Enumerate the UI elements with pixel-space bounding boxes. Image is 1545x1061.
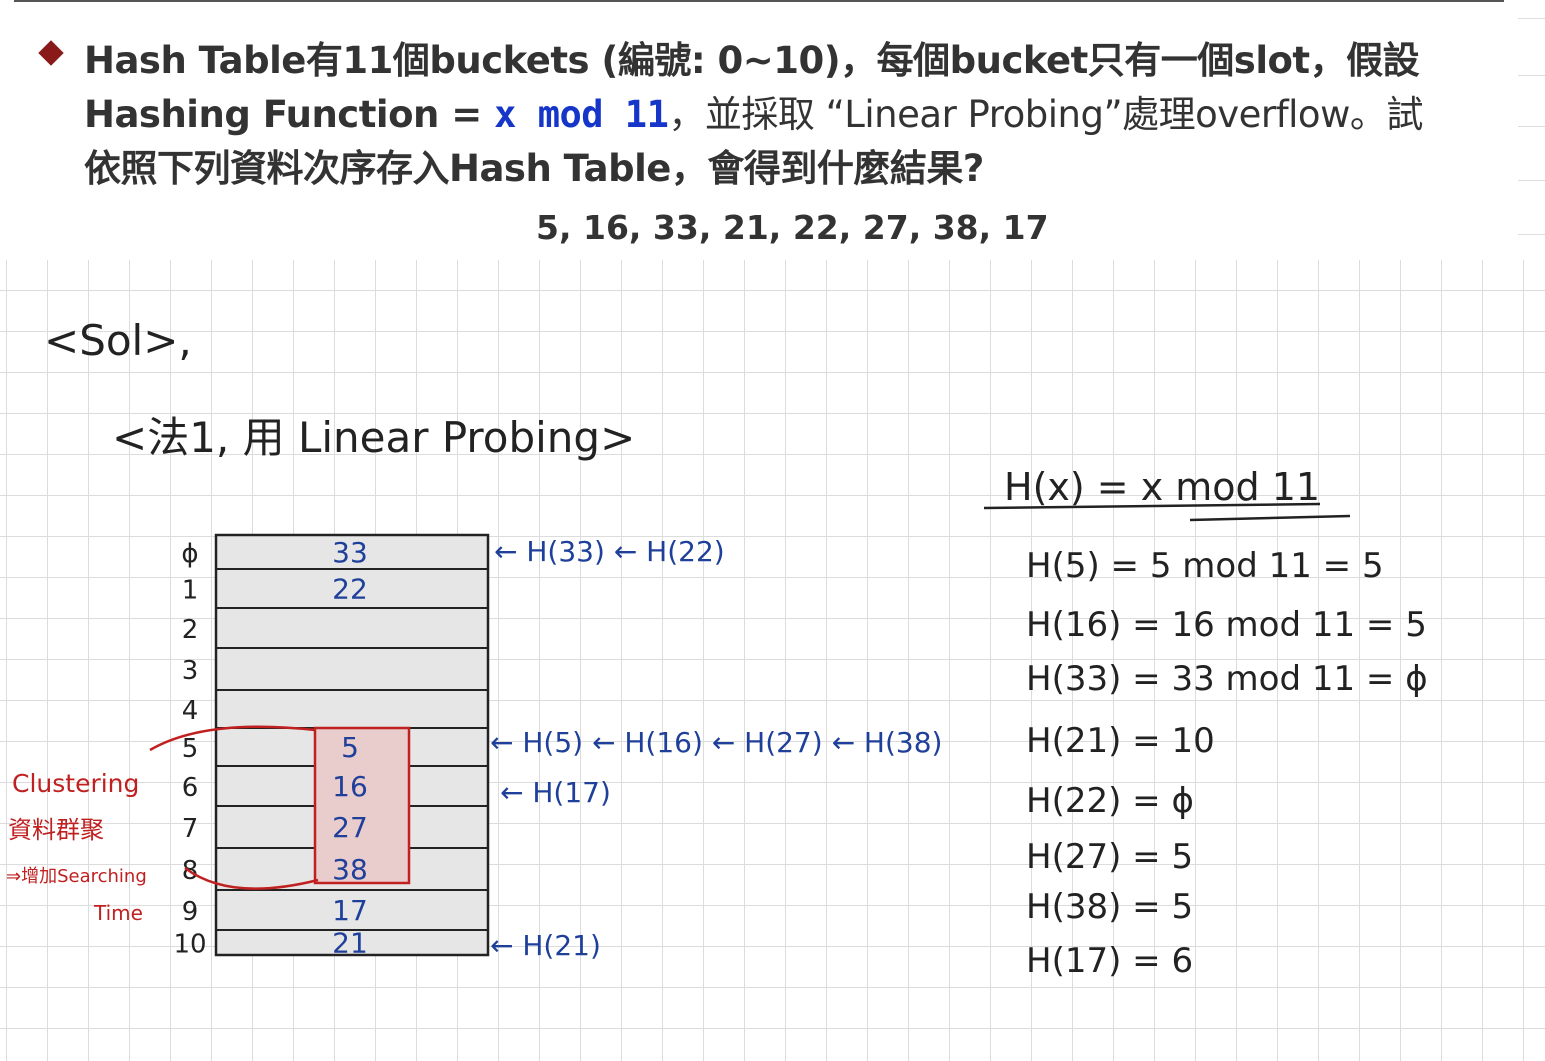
top-rule xyxy=(14,0,1504,2)
margin-mark xyxy=(1518,180,1545,181)
bucket-index: ϕ xyxy=(181,539,198,569)
formula-underline-2 xyxy=(1189,514,1351,522)
pointer-row-10: ← H(21) xyxy=(490,929,601,962)
bucket-cell-value: 22 xyxy=(332,573,368,606)
margin-mark xyxy=(1518,126,1545,127)
computation-line: H(33) = 33 mod 11 = ϕ xyxy=(1026,659,1428,699)
question-line-2-suffix: ，並採取 “Linear Probing”處理overflow。試 xyxy=(668,93,1423,136)
bucket-index: 5 xyxy=(182,734,199,764)
bucket-index: 10 xyxy=(173,930,206,960)
bucket-cell-value: 27 xyxy=(332,811,368,844)
pointer-row-0: ← H(33) ← H(22) xyxy=(494,535,725,568)
cluster-note-line-4: Time xyxy=(93,901,143,925)
cluster-note-line-1: Clustering xyxy=(12,769,139,798)
cluster-arc-bottom xyxy=(184,867,319,890)
bucket-index: 9 xyxy=(182,897,199,927)
bucket-index: 4 xyxy=(182,696,199,726)
bucket-cell-value: 5 xyxy=(341,731,359,764)
cluster-box xyxy=(313,726,411,885)
computation-line: H(22) = ϕ xyxy=(1026,781,1194,821)
bucket-cell-value: 33 xyxy=(332,536,368,569)
grid-paper xyxy=(0,260,1545,1061)
computation-line: H(5) = 5 mod 11 = 5 xyxy=(1026,546,1384,586)
cluster-note-line-3: ⇒增加Searching xyxy=(6,866,147,887)
question-line-3: 依照下列資料次序存入Hash Table，會得到什麼結果? xyxy=(84,147,984,190)
pointer-row-5: ← H(5) ← H(16) ← H(27) ← H(38) xyxy=(490,726,942,759)
bucket-index: 7 xyxy=(182,814,199,844)
hash-computations: H(x) = x mod 11 H(5) = 5 mod 11 = 5 H(16)… xyxy=(983,465,1428,981)
bucket-cell-value: 21 xyxy=(332,927,368,960)
computation-line: H(16) = 16 mod 11 = 5 xyxy=(1026,605,1427,645)
question-line-2: Hashing Function = x mod 11，並採取 “Linear … xyxy=(84,84,1423,138)
bucket-cell-value: 38 xyxy=(332,853,368,886)
pointer-row-6: ← H(17) xyxy=(500,776,611,809)
question-block: Hash Table有11個buckets (編號: 0~10)，每個bucke… xyxy=(0,0,1545,260)
bucket-index: 6 xyxy=(182,773,199,803)
margin-mark xyxy=(1518,18,1545,19)
hash-formula: H(x) = x mod 11 xyxy=(1004,465,1320,509)
margin-mark xyxy=(1518,75,1545,76)
cluster-arc-top xyxy=(149,725,316,752)
input-sequence: 5, 16, 33, 21, 22, 27, 38, 17 xyxy=(536,208,1049,247)
computation-line: H(27) = 5 xyxy=(1026,837,1193,877)
formula-underline-1 xyxy=(983,502,1321,510)
computation-line: H(17) = 6 xyxy=(1026,941,1193,981)
computation-line: H(38) = 5 xyxy=(1026,887,1193,927)
hash-function-text: x mod 11 xyxy=(494,93,669,136)
computation-lines: H(5) = 5 mod 11 = 5 H(16) = 16 mod 11 = 5… xyxy=(1026,546,1428,981)
bucket-cell-value: 16 xyxy=(332,770,368,803)
method-heading: <法1, 用 Linear Probing> xyxy=(112,413,635,462)
sol-heading: <Sol>, xyxy=(44,316,192,365)
question-line-2-prefix: Hashing Function = xyxy=(84,93,495,136)
margin-mark xyxy=(1518,234,1545,235)
cluster-note-line-2: 資料群聚 xyxy=(8,816,104,844)
question-line-1: Hash Table有11個buckets (編號: 0~10)，每個bucke… xyxy=(84,39,1420,82)
bucket-cell-value: 17 xyxy=(332,894,368,927)
computation-line: H(21) = 10 xyxy=(1026,721,1215,761)
bucket-index: 2 xyxy=(182,615,199,645)
bucket-index: 3 xyxy=(182,656,199,686)
bucket-index: 1 xyxy=(182,576,199,606)
